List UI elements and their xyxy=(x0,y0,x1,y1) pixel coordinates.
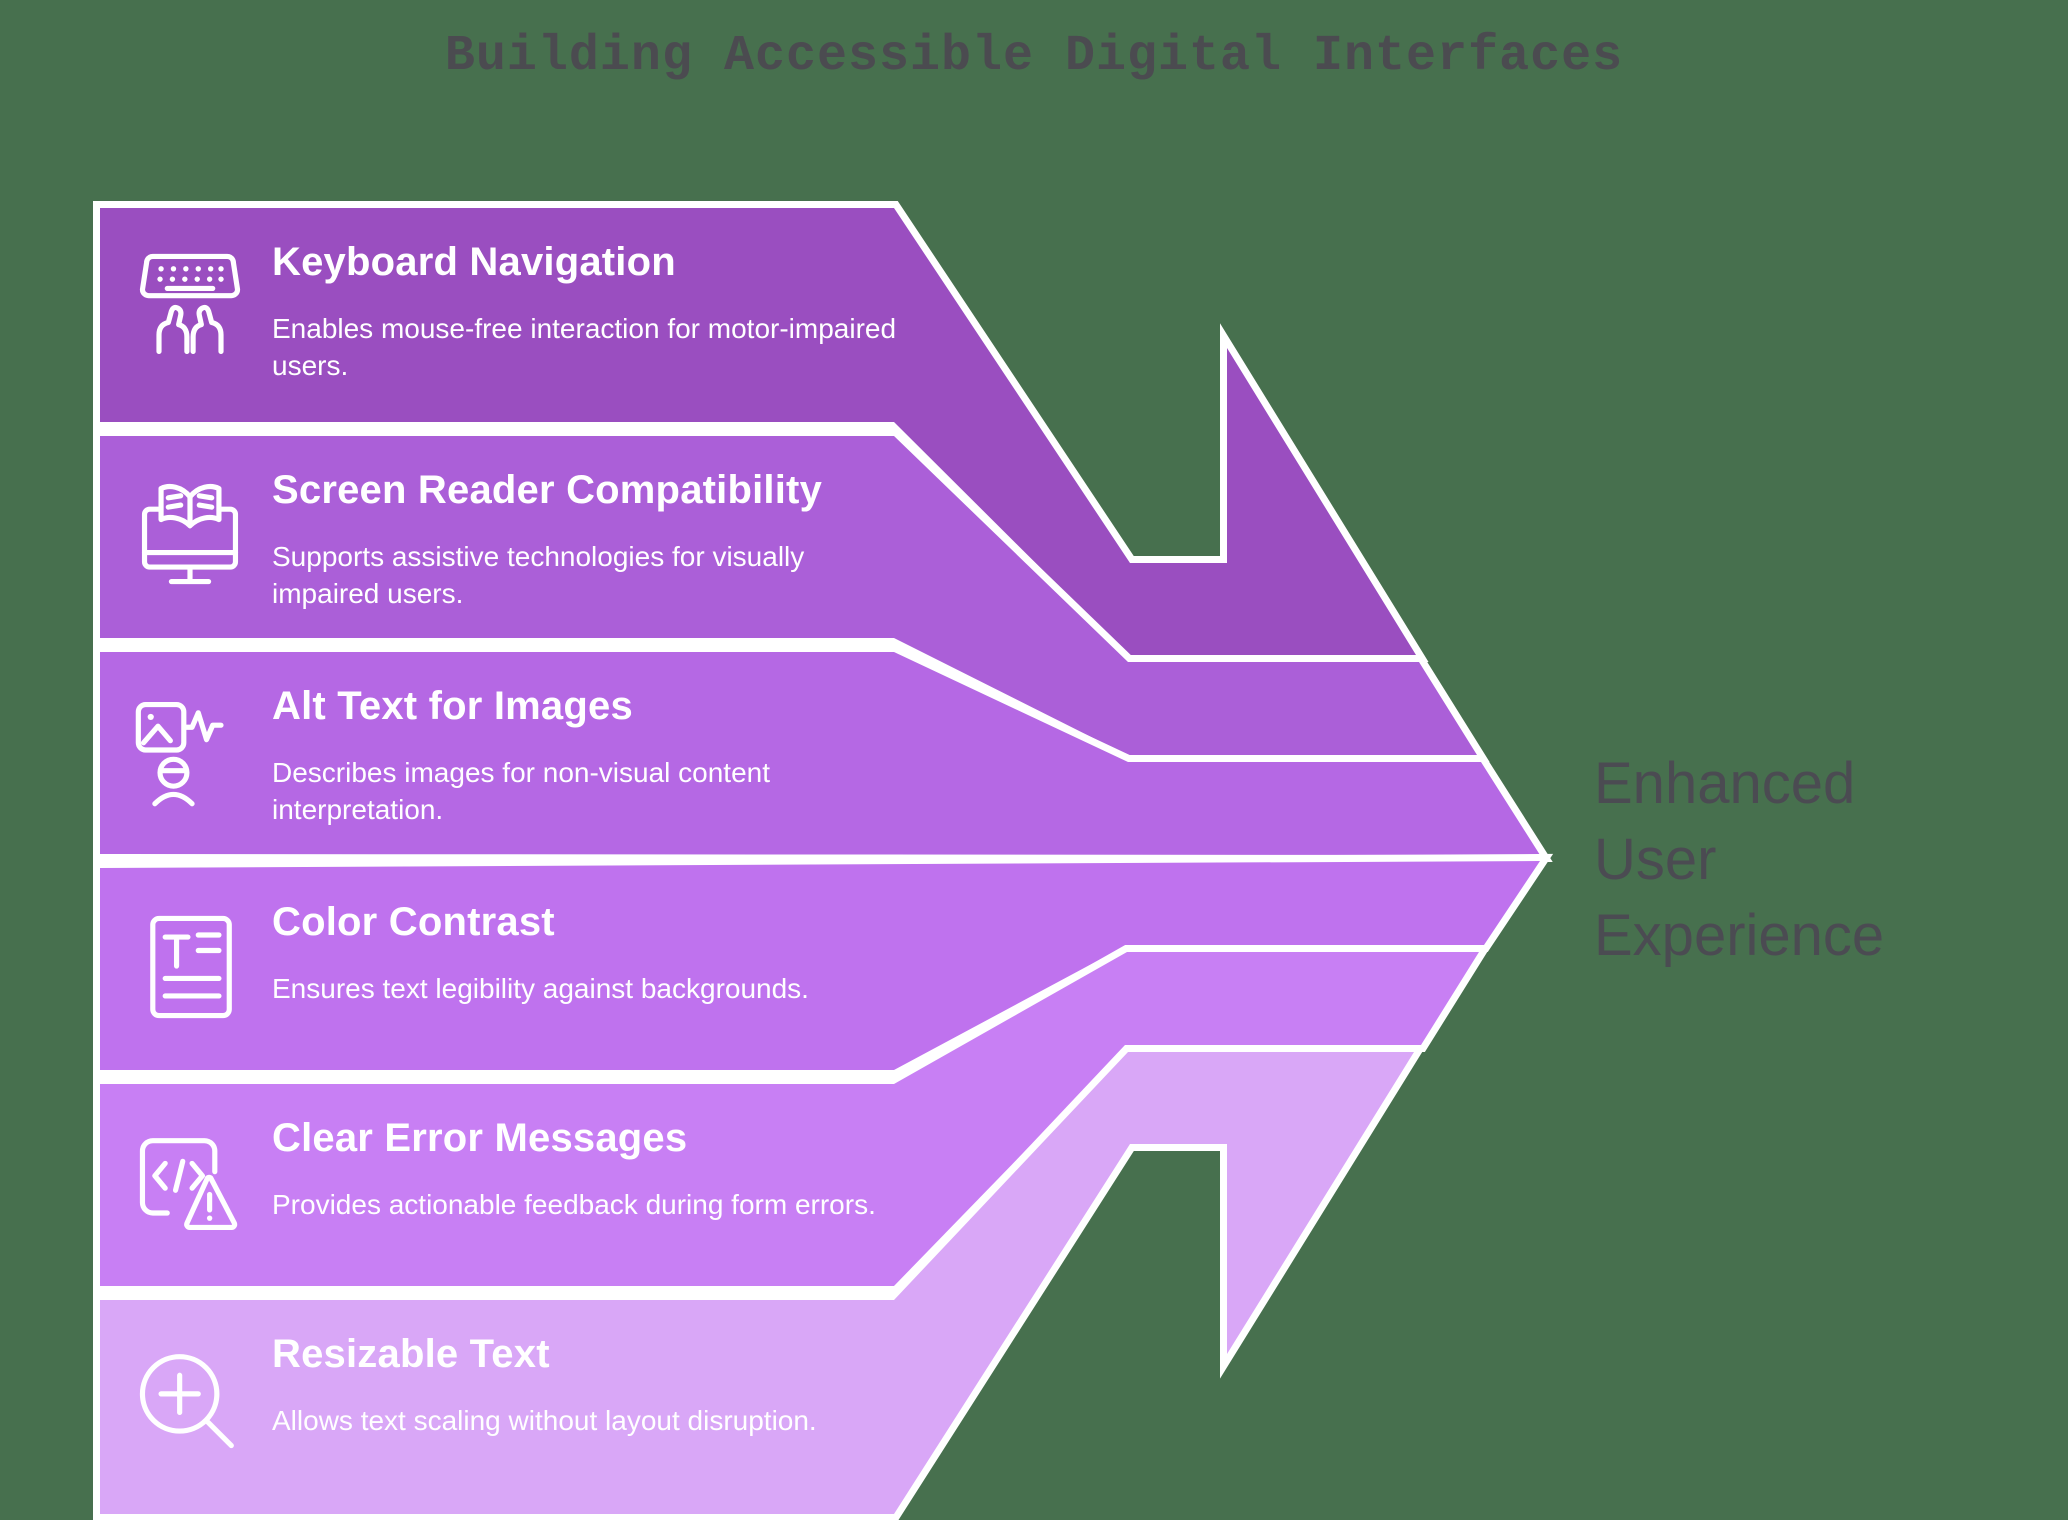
step-title: Keyboard Navigation xyxy=(272,240,676,284)
band-shape-1 xyxy=(93,201,1429,662)
screen-reader-icon xyxy=(128,472,252,596)
document-text-icon xyxy=(128,904,252,1028)
step-title: Clear Error Messages xyxy=(272,1116,688,1160)
step-6: Resizable Text Allows text scaling witho… xyxy=(272,1330,932,1439)
step-description: Enables mouse-free interaction for motor… xyxy=(272,313,897,381)
code-warning-icon xyxy=(128,1120,252,1244)
alt-text-image-icon xyxy=(128,688,252,812)
step-title: Alt Text for Images xyxy=(272,684,633,728)
step-title: Screen Reader Compatibility xyxy=(272,468,823,512)
step-title: Color Contrast xyxy=(272,900,555,944)
step-1: Keyboard Navigation Enables mouse-free i… xyxy=(272,238,932,384)
magnifier-zoom-icon xyxy=(128,1336,252,1460)
step-description: Allows text scaling without layout disru… xyxy=(272,1405,817,1436)
page-title: Building Accessible Digital Interfaces xyxy=(444,28,1624,85)
band-shape-6 xyxy=(93,1045,1427,1520)
step-description: Ensures text legibility against backgrou… xyxy=(272,973,809,1004)
outcome-label: Enhanced User Experience xyxy=(1594,751,1885,968)
band-shape-3 xyxy=(93,645,1553,863)
keyboard-hands-icon xyxy=(128,244,252,368)
step-title: Resizable Text xyxy=(272,1332,550,1376)
step-2: Screen Reader Compatibility Supports ass… xyxy=(272,466,932,612)
step-3: Alt Text for Images Describes images for… xyxy=(272,682,932,828)
step-5: Clear Error Messages Provides actionable… xyxy=(272,1114,932,1223)
step-description: Supports assistive technologies for visu… xyxy=(272,541,805,609)
step-description: Describes images for non-visual content … xyxy=(272,757,771,825)
step-description: Provides actionable feedback during form… xyxy=(272,1189,876,1220)
step-4: Color Contrast Ensures text legibility a… xyxy=(272,898,932,1007)
